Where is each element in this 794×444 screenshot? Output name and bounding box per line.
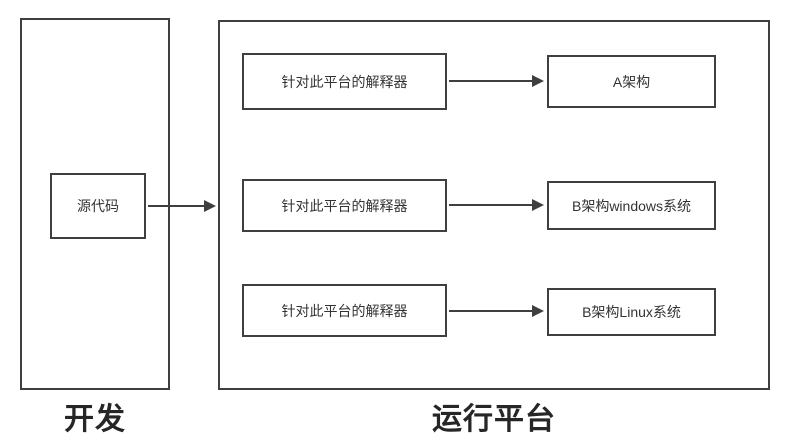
source-code-box: 源代码 [50,173,146,239]
interpreter-label-row2: 针对此平台的解释器 [281,197,408,214]
source-to-runtime-arrow-head [204,200,216,212]
arrow-line-row3 [449,310,533,312]
target-label-row2: B架构windows系统 [571,197,692,214]
dev-group-label: 开发 [64,403,126,436]
arrow-head-row1 [532,75,544,87]
target-label-row3: B架构Linux系统 [582,304,681,320]
arrow-line-row2 [449,204,533,206]
interpreter-box-row2: 针对此平台的解释器 [242,179,447,232]
interpreter-label-row1: 针对此平台的解释器 [281,73,408,90]
interpreter-box-row1: 针对此平台的解释器 [242,53,447,110]
target-box-row3: B架构Linux系统 [547,288,716,336]
interpreter-label-row3: 针对此平台的解释器 [281,302,408,319]
target-box-row1: A架构 [547,55,716,108]
target-label-row1: A架构 [612,73,651,90]
source-code-label: 源代码 [77,198,119,214]
arrow-head-row2 [532,199,544,211]
runtime-group-label: 运行平台 [432,403,556,436]
arrow-head-row3 [532,305,544,317]
interpreter-box-row3: 针对此平台的解释器 [242,284,447,337]
arrow-line-row1 [449,80,533,82]
source-to-runtime-arrow-line [148,205,205,207]
target-box-row2: B架构windows系统 [547,181,716,230]
